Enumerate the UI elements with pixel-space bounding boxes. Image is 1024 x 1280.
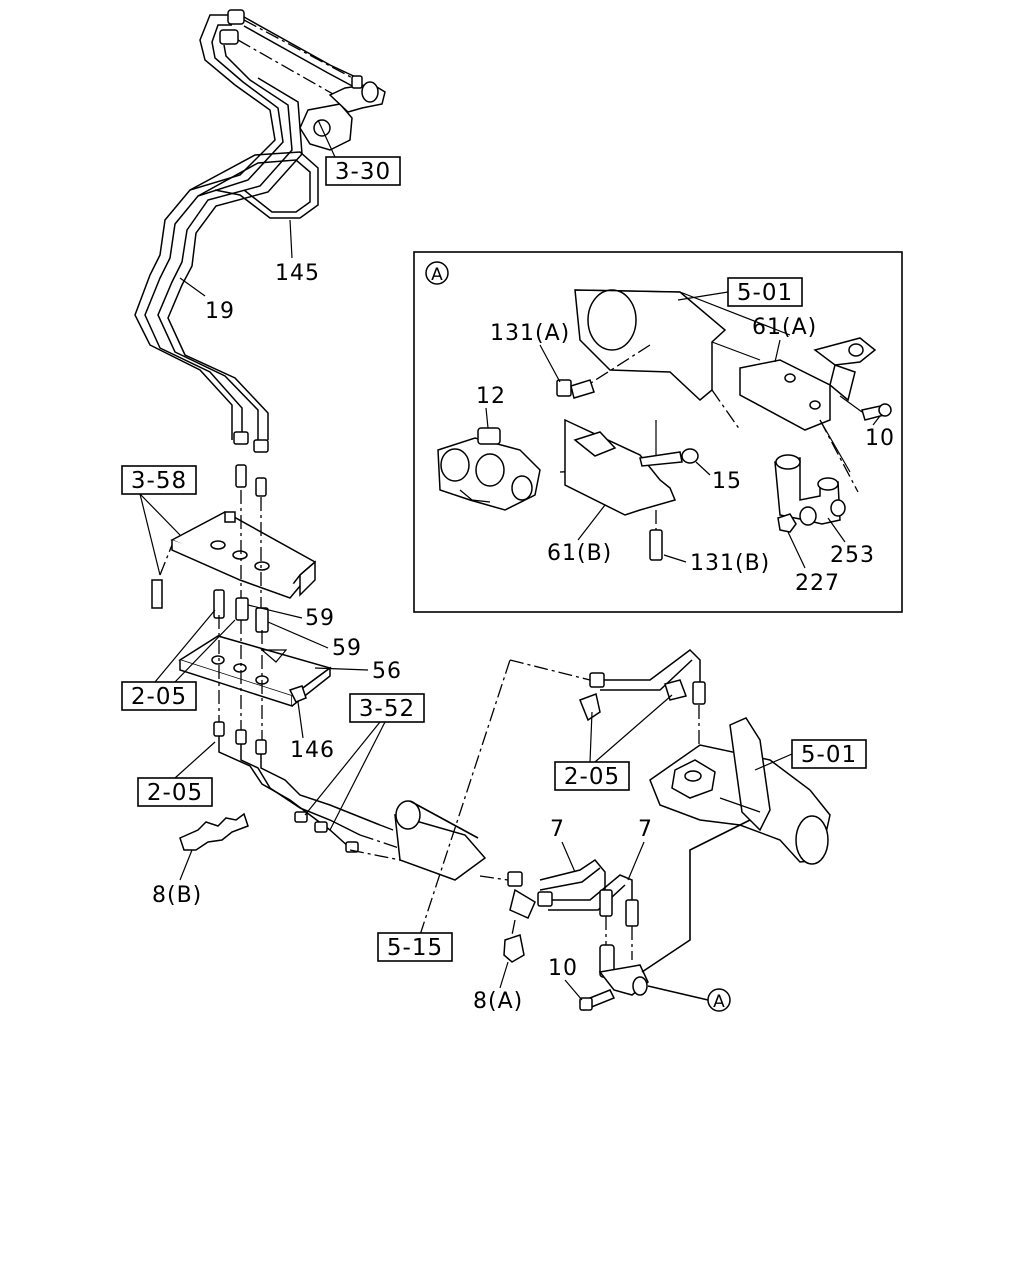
detail-marker-a-main: A <box>707 988 731 1012</box>
pipe-rear-lower <box>479 859 639 960</box>
svg-text:59: 59 <box>305 606 335 631</box>
callout-2-05-b: 2-05 <box>137 741 216 807</box>
svg-text:19: 19 <box>205 299 235 324</box>
callout-5-01-detail: 5-01 <box>677 277 803 307</box>
part-label-8b: 8(B) <box>152 849 202 908</box>
svg-text:227: 227 <box>795 571 840 596</box>
callout-5-01-main: 5-01 <box>754 739 867 771</box>
callout-3-30: 3-30 <box>317 119 401 186</box>
part-label-59-a: 59 <box>247 604 335 631</box>
svg-text:56: 56 <box>372 659 402 684</box>
svg-text:8(A): 8(A) <box>473 989 523 1014</box>
pipe-bundle-upper <box>134 9 363 440</box>
svg-text:2-05: 2-05 <box>564 764 620 790</box>
rear-frame-bracket <box>649 717 831 865</box>
svg-text:253: 253 <box>830 543 875 568</box>
part-label-59-b: 59 <box>267 621 362 661</box>
svg-text:5-15: 5-15 <box>387 935 443 961</box>
detail-view-a <box>413 251 903 613</box>
svg-text:10: 10 <box>548 956 578 981</box>
callout-3-58: 3-58 <box>121 465 197 576</box>
clip-8b <box>179 812 249 851</box>
callout-2-05-c: 2-05 <box>554 694 673 791</box>
svg-text:61(A): 61(A) <box>752 315 817 340</box>
part-label-12: 12 <box>476 384 506 429</box>
part-label-131b: 131(B) <box>663 551 770 576</box>
svg-text:A: A <box>431 265 443 285</box>
part-label-146: 146 <box>290 701 335 763</box>
bundle-end-fittings <box>233 431 269 497</box>
svg-text:3-58: 3-58 <box>131 468 187 494</box>
part-label-61b: 61(B) <box>547 504 612 566</box>
svg-text:8(B): 8(B) <box>152 883 202 908</box>
svg-text:5-01: 5-01 <box>737 280 793 306</box>
svg-text:3-52: 3-52 <box>359 696 415 722</box>
part-label-227: 227 <box>787 531 840 596</box>
svg-text:7: 7 <box>638 817 653 842</box>
part-label-8a: 8(A) <box>473 961 523 1014</box>
three-way-joint <box>578 819 751 1011</box>
svg-text:2-05: 2-05 <box>147 780 203 806</box>
part-label-145: 145 <box>275 219 320 286</box>
svg-text:2-05: 2-05 <box>131 684 187 710</box>
part-label-10-main: 10 <box>548 956 583 1001</box>
part-label-131a: 131(A) <box>490 321 570 383</box>
upper-bracket-plate <box>151 490 317 610</box>
svg-text:5-01: 5-01 <box>801 742 857 768</box>
svg-text:131(A): 131(A) <box>490 321 570 346</box>
clip-8a <box>503 888 536 963</box>
svg-text:3-30: 3-30 <box>335 159 391 185</box>
valve-assembly <box>437 427 541 511</box>
master-cylinder-fitting <box>299 75 386 151</box>
svg-text:7: 7 <box>550 817 565 842</box>
svg-text:A: A <box>713 992 725 1012</box>
svg-text:61(B): 61(B) <box>547 541 612 566</box>
part-label-10-detail: 10 <box>865 415 895 451</box>
svg-text:145: 145 <box>275 261 320 286</box>
callout-5-15: 5-15 <box>377 932 453 962</box>
part-label-19: 19 <box>179 277 235 324</box>
callout-2-05-a: 2-05 <box>121 609 236 711</box>
part-label-7-a: 7 <box>550 817 576 873</box>
part-label-56: 56 <box>314 659 402 684</box>
svg-text:131(B): 131(B) <box>690 551 770 576</box>
svg-text:15: 15 <box>712 469 742 494</box>
part-label-7-b: 7 <box>627 817 653 881</box>
part-label-61a: 61(A) <box>752 315 817 363</box>
lower-bracket-plate <box>178 615 332 745</box>
callout-3-52: 3-52 <box>304 693 425 831</box>
svg-text:10: 10 <box>865 426 895 451</box>
svg-text:12: 12 <box>476 384 506 409</box>
svg-text:59: 59 <box>332 636 362 661</box>
pipe-rear-upper <box>579 649 706 770</box>
part-label-15: 15 <box>695 461 742 494</box>
detail-marker-a-box: A <box>425 261 449 285</box>
part-label-253: 253 <box>827 517 875 568</box>
frame-crossmember-tube <box>394 800 487 881</box>
svg-text:146: 146 <box>290 738 335 763</box>
